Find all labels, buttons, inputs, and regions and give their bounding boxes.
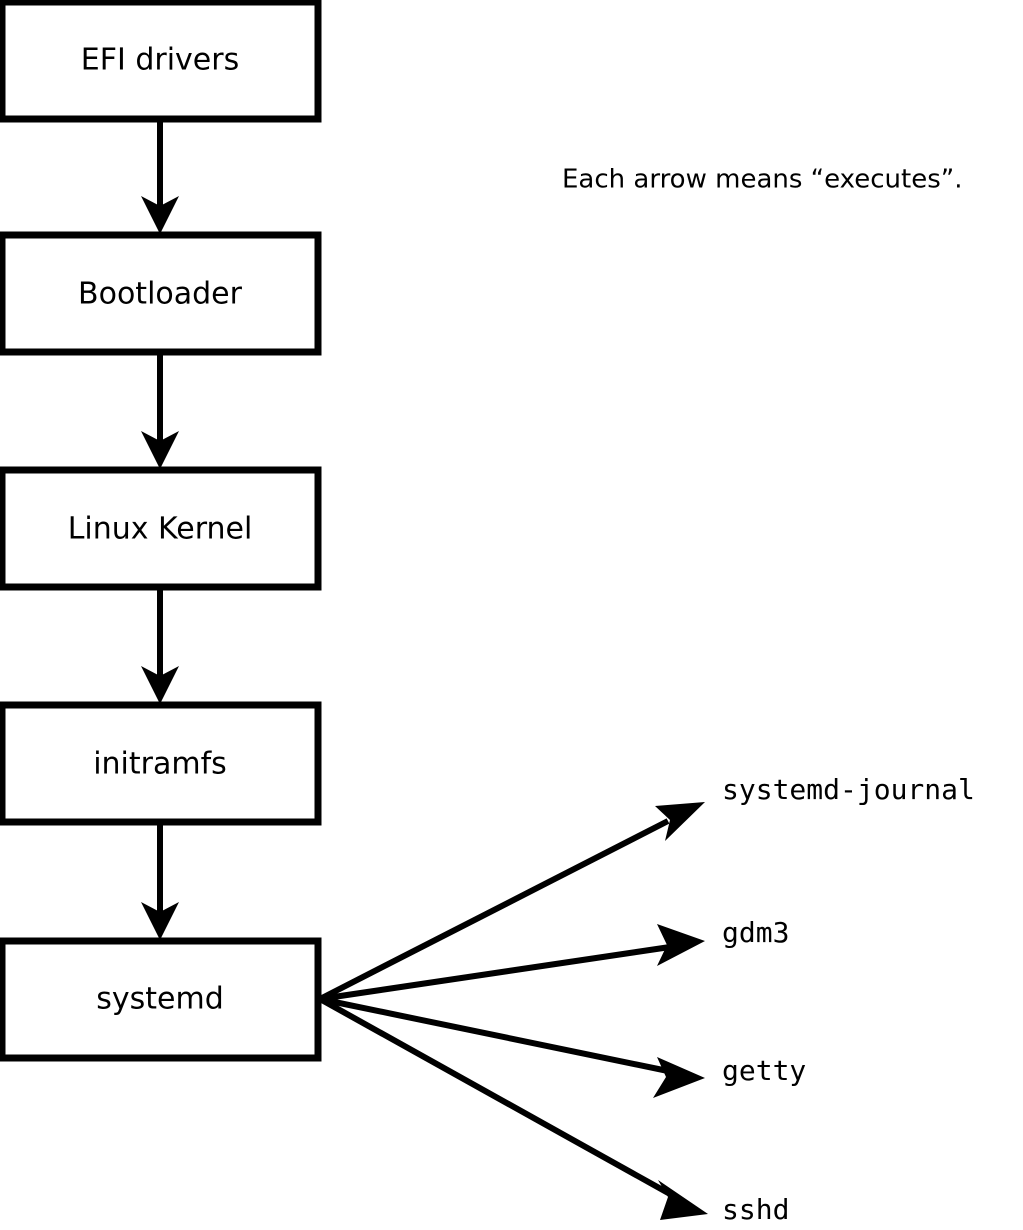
arrow-head-icon <box>658 1180 708 1220</box>
node-box[interactable] <box>0 701 322 826</box>
legend-note: Each arrow means “executes”. <box>562 165 963 195</box>
arrow-systemd-to-getty <box>319 996 705 1098</box>
node-label: systemd <box>96 982 224 1017</box>
node-box[interactable] <box>0 466 322 591</box>
arrow-head-icon <box>655 802 705 841</box>
arrow-head-icon <box>141 666 179 704</box>
arrow-initramfs-to-systemd <box>141 824 179 940</box>
node-label: Bootloader <box>78 277 243 312</box>
arrow-shaft <box>318 818 670 1002</box>
service-label-getty: getty <box>722 1054 806 1087</box>
arrow-bootloader-to-linux-kernel <box>141 354 179 469</box>
arrow-head-icon <box>141 431 179 469</box>
arrow-systemd-to-systemd-journal <box>318 802 705 1002</box>
service-labels-group: systemd-journal gdm3 getty sshd <box>722 773 975 1226</box>
node-label: EFI drivers <box>81 43 239 78</box>
arrow-head-icon <box>653 1057 705 1098</box>
arrow-systemd-to-gdm3 <box>319 924 705 1002</box>
arrow-linux-kernel-to-initramfs <box>141 589 179 704</box>
node-box[interactable] <box>0 937 322 1062</box>
arrow-head-icon <box>141 902 179 940</box>
node-bootloader[interactable]: Bootloader <box>0 231 322 356</box>
node-linux-kernel[interactable]: Linux Kernel <box>0 466 322 591</box>
node-systemd[interactable]: systemd <box>0 937 322 1062</box>
service-label-systemd-journal: systemd-journal <box>722 773 975 806</box>
service-label-gdm3: gdm3 <box>722 916 789 949</box>
service-label-sshd: sshd <box>722 1193 789 1226</box>
node-label: Linux Kernel <box>68 512 253 547</box>
arrow-head-icon <box>141 196 179 234</box>
arrow-head-icon <box>657 924 705 966</box>
boot-chain-group: EFI drivers Bootloader Linux Kernel init… <box>0 0 322 1062</box>
arrow-shaft <box>318 996 672 1197</box>
node-initramfs[interactable]: initramfs <box>0 701 322 826</box>
arrow-shaft <box>319 944 671 1002</box>
service-arrows-group <box>318 802 708 1220</box>
node-box[interactable] <box>0 231 322 356</box>
node-label: initramfs <box>93 747 227 782</box>
arrow-shaft <box>319 996 669 1074</box>
node-efi-drivers[interactable]: EFI drivers <box>0 0 322 123</box>
arrow-efi-drivers-to-bootloader <box>141 119 179 234</box>
chain-arrows-group <box>141 119 179 940</box>
arrow-systemd-to-sshd <box>318 996 708 1220</box>
